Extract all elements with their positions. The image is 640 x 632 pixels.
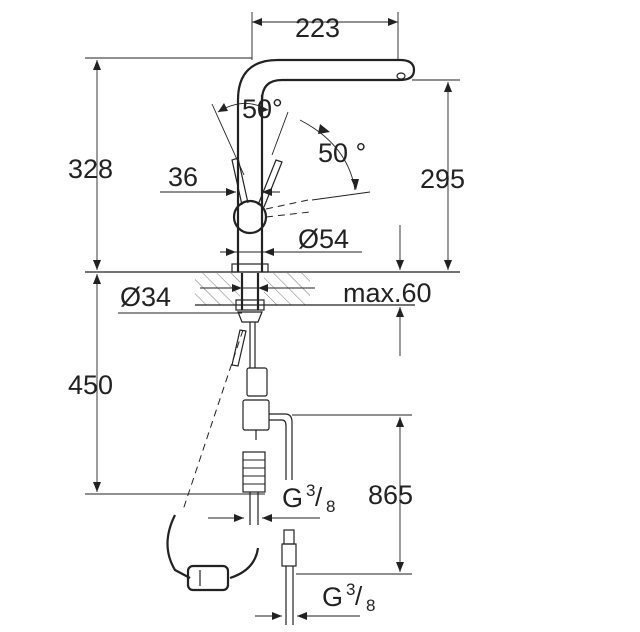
spout-top-outline xyxy=(236,58,400,125)
label-body-diameter: Ø54 xyxy=(298,224,349,254)
label-spout-height: 295 xyxy=(420,164,465,194)
dim-angle-spray-ref xyxy=(271,111,289,156)
connection-2-numerator: 3 xyxy=(346,580,355,599)
dim-max60-arrow-bottom xyxy=(396,307,404,317)
supply-fitting-body xyxy=(281,543,297,567)
counterweight-ribs xyxy=(243,459,265,485)
dim-328-arrow-top xyxy=(93,60,101,70)
hose-loop-left xyxy=(166,514,191,579)
label-connection-1: G 3 / 8 xyxy=(282,481,335,516)
dim-d34-arrow-right xyxy=(258,284,268,292)
faucet-body xyxy=(231,12,416,273)
connection-1-prefix: G xyxy=(282,483,303,513)
column-base xyxy=(231,263,269,273)
dim-g38-2-arrow-right xyxy=(297,612,307,620)
dim-angle-spray-ref2 xyxy=(311,191,371,201)
hose-drop-dashed xyxy=(182,329,244,511)
dim-g38-2-arrow-left xyxy=(272,612,282,620)
spray-pullout-dashed xyxy=(265,199,311,218)
connection-2-slash: / xyxy=(355,581,363,611)
hose-adapter xyxy=(242,399,270,431)
counterweight xyxy=(242,451,266,493)
dimension-labels: 223 328 295 50° 50 ° 36 Ø54 Ø34 max.60 4… xyxy=(68,13,465,615)
dim-865-arrow-bottom xyxy=(396,562,404,572)
dim-450-arrow-bottom xyxy=(93,482,101,492)
hose-loop-right xyxy=(229,547,260,580)
dim-angle-spray-arrow-top xyxy=(318,124,330,134)
lever-handle-swung xyxy=(257,159,283,208)
spout-outlet xyxy=(396,72,406,80)
label-total-height: 328 xyxy=(68,154,113,184)
dim-g38-1-arrow-left xyxy=(234,514,244,522)
hose-connector xyxy=(246,367,268,397)
dim-295-arrow-bottom xyxy=(444,260,452,270)
dim-max60-arrow-top xyxy=(396,260,404,270)
connection-1-denominator: 8 xyxy=(326,497,335,516)
dim-223-arrow-right xyxy=(388,18,398,26)
lever-handle xyxy=(231,157,249,206)
dim-angle-lever-arrow-right xyxy=(258,104,268,113)
supply-fitting-top xyxy=(283,529,295,545)
dim-angle-spray-arrow-bottom xyxy=(351,179,359,190)
dimension-lines xyxy=(85,18,460,620)
label-lever-offset: 36 xyxy=(168,162,198,192)
dim-36-arrow-right xyxy=(262,188,272,196)
mounting-washer xyxy=(237,311,263,323)
dim-angle-lever-arrow-left xyxy=(218,103,228,112)
dim-328-arrow-bottom xyxy=(93,260,101,270)
label-connection-2: G 3 / 8 xyxy=(322,580,375,615)
spout-head xyxy=(395,58,416,82)
under-counter-assembly xyxy=(166,273,297,625)
label-angle-spray: 50 ° xyxy=(318,138,366,168)
hose-weight-block xyxy=(186,564,230,592)
side-pipe xyxy=(269,413,293,480)
dim-223-arrow-left xyxy=(252,18,262,26)
dim-865-arrow-top xyxy=(396,417,404,427)
connection-2-prefix: G xyxy=(322,582,343,612)
label-hose-length: 865 xyxy=(368,480,413,510)
dim-d34-arrow-left xyxy=(232,284,242,292)
hose-clip xyxy=(231,329,247,367)
side-pipe-inner xyxy=(269,419,287,480)
countertop-section xyxy=(85,271,460,306)
dim-g38-1-arrow-right xyxy=(262,514,272,522)
label-hole-diameter: Ø34 xyxy=(120,282,171,312)
dim-d54-arrow-left xyxy=(226,248,236,256)
label-angle-lever: 50° xyxy=(242,94,283,124)
connection-2-denominator: 8 xyxy=(366,596,375,615)
countertop-hatch-right xyxy=(264,273,310,305)
spout-bottom-outline xyxy=(260,78,395,101)
label-max-thickness: max.60 xyxy=(343,278,432,308)
connection-1-slash: / xyxy=(315,482,323,512)
dim-d54-arrow-right xyxy=(264,248,274,256)
dim-36-arrow xyxy=(226,188,236,196)
label-spout-reach: 223 xyxy=(295,13,340,43)
connection-1-numerator: 3 xyxy=(306,481,315,500)
dim-angle-lever-ref xyxy=(211,103,245,176)
dim-450-arrow-top xyxy=(93,274,101,284)
label-shank-length: 450 xyxy=(68,370,113,400)
mounting-nut xyxy=(235,299,265,311)
dim-295-arrow-top xyxy=(444,82,452,92)
